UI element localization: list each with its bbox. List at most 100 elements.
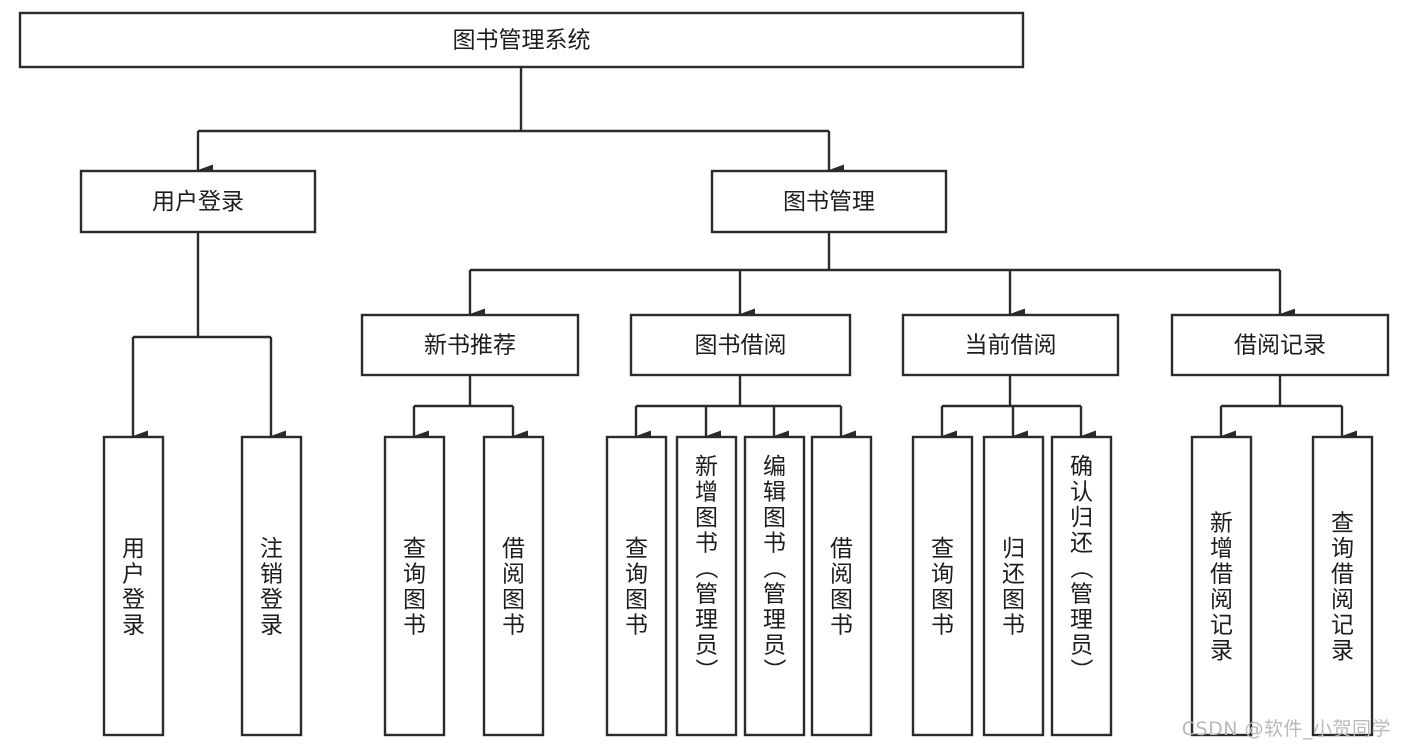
svg-text:销: 销 (260, 561, 283, 587)
svg-text:理: 理 (1070, 607, 1093, 633)
node-box (79, 169, 317, 234)
svg-text:询: 询 (931, 561, 954, 587)
svg-text:管: 管 (695, 581, 718, 607)
svg-text:户: 户 (122, 561, 145, 587)
connector-group-book-manage (468, 232, 1295, 320)
node-box (629, 313, 852, 377)
node-label: 用户登录 (152, 189, 244, 215)
svg-text:还: 还 (1002, 561, 1025, 587)
svg-text:增: 增 (695, 479, 718, 505)
node-user-login[interactable]: 用户登录 (79, 169, 317, 234)
svg-text:书: 书 (695, 530, 718, 556)
svg-text:图: 图 (763, 505, 786, 531)
node-book-borrow[interactable]: 图书借阅 (629, 313, 852, 377)
svg-text:员: 员 (763, 632, 786, 658)
node-box (675, 435, 738, 737)
node-label: 当前借阅 (965, 333, 1057, 359)
svg-text:管: 管 (1070, 581, 1093, 607)
node-box (1170, 313, 1390, 377)
svg-text:图: 图 (625, 587, 648, 613)
node-layer: 图书管理系统用户登录图书管理新书推荐图书借阅当前借阅借阅记录用户登录注销登录查询… (18, 11, 1390, 737)
node-box (102, 435, 165, 737)
node-box (1311, 435, 1374, 737)
svg-text:确: 确 (1070, 454, 1093, 480)
node-label: 用户登录 (122, 536, 145, 639)
connector-group-borrow-record (1219, 375, 1357, 442)
connector-group-book-borrow (634, 375, 856, 442)
svg-text:书: 书 (502, 612, 525, 638)
node-label: 图书管理 (783, 189, 875, 215)
node-label: 图书管理系统 (453, 28, 591, 54)
svg-text:查: 查 (1331, 510, 1354, 536)
node-leaf-user-login[interactable]: 用户登录 (102, 435, 165, 737)
node-label: 图书借阅 (695, 333, 787, 359)
node-book-manage[interactable]: 图书管理 (710, 169, 948, 234)
svg-text:增: 增 (1210, 536, 1233, 562)
svg-text:用: 用 (122, 536, 145, 562)
svg-text:查: 查 (931, 536, 954, 562)
svg-text:书: 书 (625, 612, 648, 638)
svg-text:录: 录 (260, 612, 283, 638)
svg-text:员: 员 (695, 632, 718, 658)
svg-text:录: 录 (122, 612, 145, 638)
svg-text:图: 图 (695, 505, 718, 531)
node-borrow-record[interactable]: 借阅记录 (1170, 313, 1390, 377)
node-box (18, 11, 1025, 69)
svg-text:图: 图 (830, 587, 853, 613)
connector-group-root (196, 67, 844, 176)
connector-group-user-login (131, 232, 286, 442)
svg-text:借: 借 (830, 536, 853, 562)
node-label: 借阅记录 (1234, 333, 1326, 359)
node-current-borrow[interactable]: 当前借阅 (901, 313, 1120, 377)
connector-group-new-book-recommend (412, 375, 528, 442)
svg-text:）: ） (1068, 658, 1094, 681)
svg-text:询: 询 (625, 561, 648, 587)
node-new-book-recommend[interactable]: 新书推荐 (360, 313, 580, 377)
svg-text:询: 询 (1331, 536, 1354, 562)
svg-text:）: ） (693, 658, 719, 681)
svg-text:阅: 阅 (1210, 587, 1233, 613)
svg-text:查: 查 (403, 536, 426, 562)
node-root[interactable]: 图书管理系统 (18, 11, 1025, 69)
node-box (710, 169, 948, 234)
svg-text:借: 借 (1331, 561, 1354, 587)
svg-text:记: 记 (1331, 612, 1354, 638)
svg-text:（: （ (693, 556, 719, 579)
svg-text:理: 理 (695, 607, 718, 633)
node-box (605, 435, 668, 737)
svg-text:）: ） (761, 658, 787, 681)
svg-text:书: 书 (403, 612, 426, 638)
watermark-text: CSDN @软件_小贺同学 (1181, 718, 1391, 740)
svg-text:辑: 辑 (763, 479, 786, 505)
svg-text:询: 询 (403, 561, 426, 587)
svg-text:书: 书 (1002, 612, 1025, 638)
svg-text:书: 书 (830, 612, 853, 638)
node-box (360, 313, 580, 377)
svg-text:借: 借 (1210, 561, 1233, 587)
svg-text:登: 登 (122, 587, 145, 613)
svg-text:书: 书 (763, 530, 786, 556)
svg-text:归: 归 (1070, 505, 1093, 531)
svg-text:认: 认 (1070, 479, 1093, 505)
connector-group-current-borrow (940, 375, 1096, 442)
